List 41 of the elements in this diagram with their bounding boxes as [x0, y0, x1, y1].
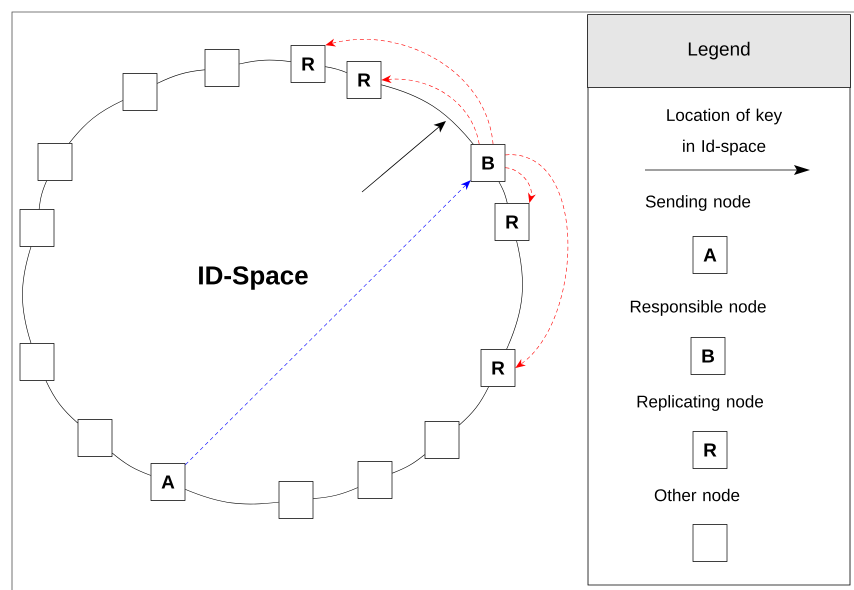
node-box: A: [150, 463, 186, 501]
empty-node-box: [204, 49, 240, 87]
ring-line: [459, 386, 489, 426]
ring-line: [157, 70, 205, 84]
legend-text: Responsible node: [630, 300, 766, 316]
node-box: R: [480, 349, 516, 387]
node-box: B: [690, 337, 726, 375]
node-box: A: [692, 236, 728, 274]
empty-node-box: [78, 419, 112, 457]
ring-line: [112, 452, 151, 476]
legend-text: Other node: [654, 488, 740, 502]
ring-line: [506, 240, 523, 350]
empty-node-box: [20, 343, 54, 381]
legend-text: Sending node: [646, 195, 750, 211]
empty-node-box: [20, 209, 54, 247]
ring-line: [313, 487, 358, 499]
node-box: R: [346, 61, 382, 99]
node-box: R: [290, 45, 326, 83]
ring-line: [381, 84, 474, 144]
arrow: [505, 154, 568, 368]
ring-line: [325, 66, 347, 73]
legend-text: Location of key in Id-space: [667, 108, 782, 156]
legend-text: Replicating node: [638, 395, 764, 411]
space-label: ID-Space: [199, 266, 308, 290]
ring-line: [38, 180, 47, 210]
node-box: B: [470, 144, 506, 182]
empty-node-box: [358, 461, 392, 499]
ring-line: [239, 60, 291, 64]
ring-line: [185, 489, 279, 504]
ring-line: [498, 182, 508, 204]
empty-node-box: [424, 421, 460, 459]
node-box: R: [494, 203, 530, 241]
ring-line: [392, 454, 425, 474]
empty-node-box: [692, 524, 728, 562]
ring-line: [22, 246, 32, 344]
empty-node-box: [38, 143, 72, 181]
empty-node-box: [278, 481, 314, 519]
empty-node-box: [122, 73, 158, 111]
node-box: R: [692, 431, 728, 469]
ring-line: [68, 100, 123, 144]
ring-line: [46, 380, 78, 424]
